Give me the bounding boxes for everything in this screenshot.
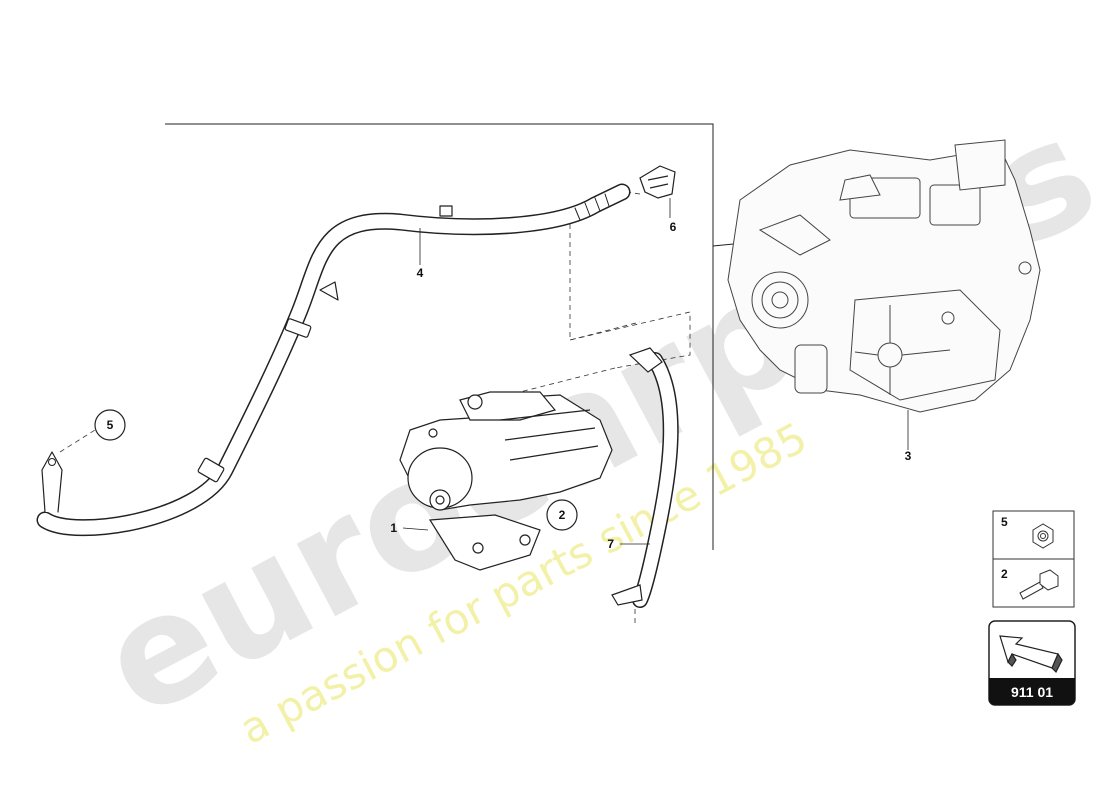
callout-gearbox: 3 <box>905 449 912 463</box>
ground-cable <box>611 347 679 608</box>
callout-nut: 5 <box>107 418 114 432</box>
callout-bolt: 2 <box>559 508 566 522</box>
callout-bolt-circle <box>546 499 578 531</box>
direction-arrow-icon <box>999 635 1063 674</box>
starter-motor <box>399 391 613 571</box>
reference-code: 911 01 <box>1011 684 1053 700</box>
callout-cable-ground: 7 <box>607 537 614 551</box>
reference-block: 911 01 <box>988 620 1076 706</box>
callout-cover-cap: 6 <box>670 220 677 234</box>
dashed-leaders <box>59 189 691 625</box>
callout-leaders <box>402 198 909 545</box>
bolt-icon <box>1019 569 1059 600</box>
callouts: 1 2 3 4 5 6 7 <box>94 220 912 551</box>
battery-cable-main <box>36 183 631 537</box>
nut-icon <box>1032 523 1054 549</box>
gearbox-assembly <box>727 139 1041 413</box>
cover-cap <box>639 165 676 199</box>
legend-nut-number: 5 <box>1001 515 1008 529</box>
callout-starter: 1 <box>390 521 397 535</box>
callout-nut-circle <box>94 409 126 441</box>
callout-cable-main: 4 <box>417 266 424 280</box>
parts-legend: 5 2 <box>992 510 1075 608</box>
legend-bolt-number: 2 <box>1001 567 1008 581</box>
